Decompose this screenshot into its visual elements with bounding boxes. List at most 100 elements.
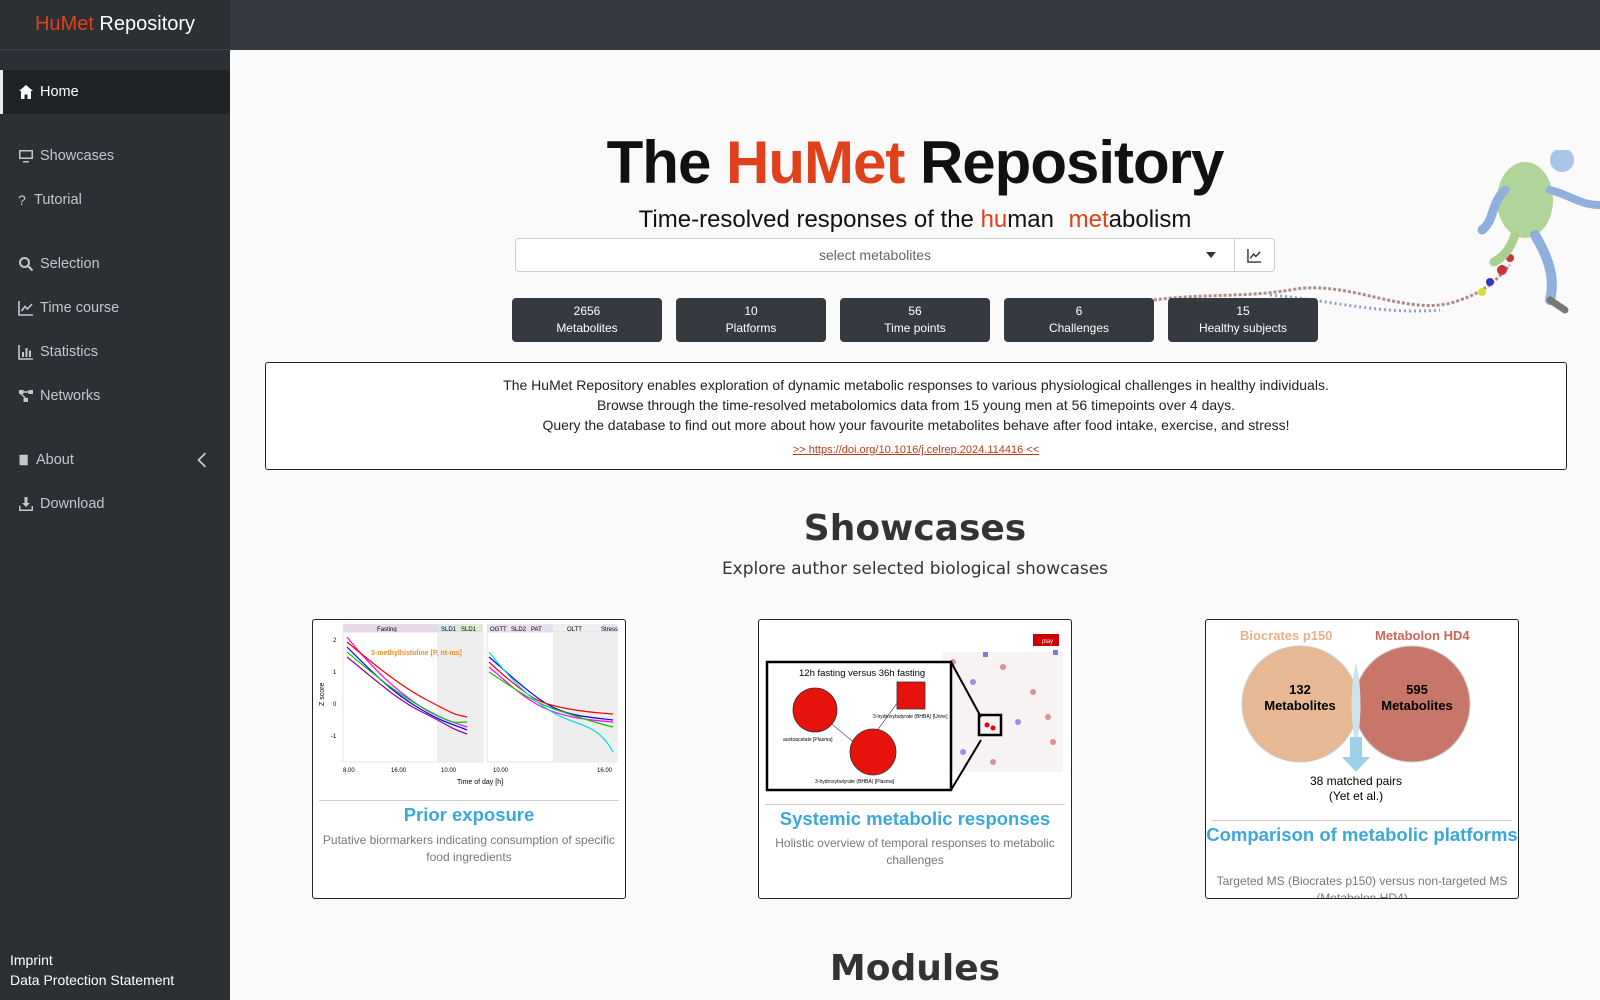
intro-box: The HuMet Repository enables exploration… — [265, 362, 1567, 470]
page-title: The HuMet Repository — [230, 128, 1600, 197]
x-tick: 16.00 — [391, 768, 407, 774]
sidebar-item-networks[interactable]: Networks — [0, 374, 230, 418]
chevron-left-icon[interactable] — [194, 452, 210, 468]
sidebar-item-label: Selection — [40, 256, 100, 272]
doi-link[interactable]: >> https://doi.org/10.1016/j.celrep.2024… — [792, 444, 1040, 456]
stat-label: Metabolites — [556, 321, 618, 335]
prior-exposure-figure: Fasting SLD1 SLD1 OGTT SLD2 PAT OLTT Str… — [319, 624, 618, 786]
card-description: Holistic overview of temporal responses … — [775, 836, 1055, 867]
phase-label: SLD2 — [511, 627, 527, 633]
phase-label: OGTT — [490, 627, 507, 633]
title-pre: The — [606, 129, 726, 196]
stat-label: Platforms — [725, 321, 777, 335]
sub-pre: Time-resolved responses of the — [638, 206, 981, 233]
molecule-runner-illustration — [1110, 150, 1600, 314]
phase-label: SLD1 — [461, 627, 477, 633]
card-description: Targeted MS (Biocrates p150) versus non-… — [1216, 874, 1508, 899]
sidebar-item-label: About — [36, 452, 74, 468]
card-title[interactable]: Systemic metabolic responses — [779, 808, 1051, 829]
select-placeholder: select metabolites — [818, 247, 932, 263]
card-title[interactable]: Comparison of metabolic platforms — [1206, 824, 1518, 845]
sidebar-item-label: Statistics — [40, 344, 99, 360]
card-title[interactable]: Prior exposure — [403, 804, 535, 825]
intro-line-1: The HuMet Repository enables exploration… — [503, 377, 1329, 393]
matched-pairs-ref: (Yet et al.) — [1329, 789, 1383, 803]
imprint-link[interactable]: Imprint — [10, 952, 53, 968]
venn-left-count: 132 — [1289, 682, 1311, 697]
top-navbar — [230, 0, 1600, 50]
download-icon — [19, 497, 33, 511]
metabolite-annotation: 3-methylhistidine [P, nt-ms] — [371, 650, 462, 657]
nav-spacer — [0, 222, 230, 242]
sub-hu: hu — [980, 206, 1008, 233]
card-divider — [319, 800, 619, 801]
book-icon — [19, 454, 28, 466]
phase-label: PAT — [531, 627, 542, 633]
play-button-label: play — [1042, 639, 1053, 645]
sidebar-item-about[interactable]: About — [0, 438, 230, 482]
x-tick: 8.00 — [343, 768, 355, 774]
sidebar-item-tutorial[interactable]: ? Tutorial — [0, 178, 230, 222]
systemic-responses-figure: play 12h fasting versus 36h fasting acet… — [763, 622, 1067, 798]
sidebar-item-label: Tutorial — [34, 192, 82, 208]
platform-venn-figure: Biocrates p150 Metabolon HD4 132 Metabol… — [1240, 628, 1471, 803]
showcase-card-prior-exposure[interactable]: Fasting SLD1 SLD1 OGTT SLD2 PAT OLTT Str… — [312, 619, 626, 899]
venn-left-label: Biocrates p150 — [1240, 628, 1333, 643]
sidebar-item-download[interactable]: Download — [0, 482, 230, 526]
stat-label: Time points — [884, 321, 946, 335]
sidebar-item-label: Home — [40, 84, 79, 100]
nav-spacer — [0, 418, 230, 438]
stat-value: 10 — [744, 304, 758, 318]
network-icon — [19, 390, 33, 402]
monitor-icon — [19, 150, 33, 163]
stat-value: 6 — [1075, 304, 1083, 318]
y-tick: 0 — [333, 702, 337, 708]
sidebar-item-selection[interactable]: Selection — [0, 242, 230, 286]
venn-right-count: 595 — [1406, 682, 1428, 697]
y-tick: 1 — [333, 670, 337, 676]
sidebar: HuMet Repository Home Showcases ? Tutori… — [0, 0, 230, 1000]
sub-abolism: abolism — [1108, 206, 1192, 233]
sidebar-item-home[interactable]: Home — [0, 70, 230, 114]
plot-button[interactable] — [1235, 238, 1275, 272]
title-accent: HuMet — [725, 129, 905, 196]
card-description: Putative biormarkers indicating consumpt… — [322, 833, 616, 864]
stat-value: 56 — [908, 304, 922, 318]
network-heading: 12h fasting versus 36h fasting — [799, 668, 925, 679]
line-chart-icon — [1247, 248, 1262, 263]
caret-down-icon — [1206, 252, 1216, 258]
x-tick: 10.00 — [493, 768, 509, 774]
brand-logo[interactable]: HuMet Repository — [0, 0, 230, 50]
card-divider — [1212, 820, 1512, 821]
title-post: Repository — [904, 129, 1224, 196]
stat-label: Challenges — [1048, 321, 1110, 335]
intro-line-2: Browse through the time-resolved metabol… — [596, 397, 1236, 413]
showcase-card-platform-comparison[interactable]: Biocrates p150 Metabolon HD4 132 Metabol… — [1205, 619, 1519, 899]
venn-right-label: Metabolon HD4 — [1375, 628, 1470, 643]
phase-label: Stress — [601, 627, 618, 633]
showcase-card-systemic-responses[interactable]: play 12h fasting versus 36h fasting acet… — [758, 619, 1072, 899]
stat-value: 15 — [1236, 304, 1250, 318]
network-node-label: 3-hydroxybutyrate (BHBA) [Plasma] — [815, 779, 895, 785]
sidebar-item-label: Download — [40, 496, 105, 512]
search-icon — [19, 257, 34, 272]
sidebar-item-time-course[interactable]: Time course — [0, 286, 230, 330]
card-divider — [765, 804, 1065, 805]
line-chart-icon — [18, 301, 33, 316]
brand-rest: Repository — [93, 13, 196, 35]
bar-chart-icon — [18, 345, 33, 360]
x-tick: 16.00 — [597, 768, 613, 774]
main-content: The HuMet Repository Time-resolved respo… — [230, 50, 1600, 1000]
y-axis-label: Z score — [319, 683, 326, 706]
privacy-link[interactable]: Data Protection Statement — [10, 972, 175, 988]
nav-spacer — [0, 114, 230, 134]
metabolite-select[interactable]: select metabolites — [515, 238, 1235, 272]
sidebar-item-label: Showcases — [40, 148, 115, 164]
venn-left-unit: Metabolites — [1264, 698, 1336, 713]
sidebar-item-statistics[interactable]: Statistics — [0, 330, 230, 374]
sidebar-item-showcases[interactable]: Showcases — [0, 134, 230, 178]
